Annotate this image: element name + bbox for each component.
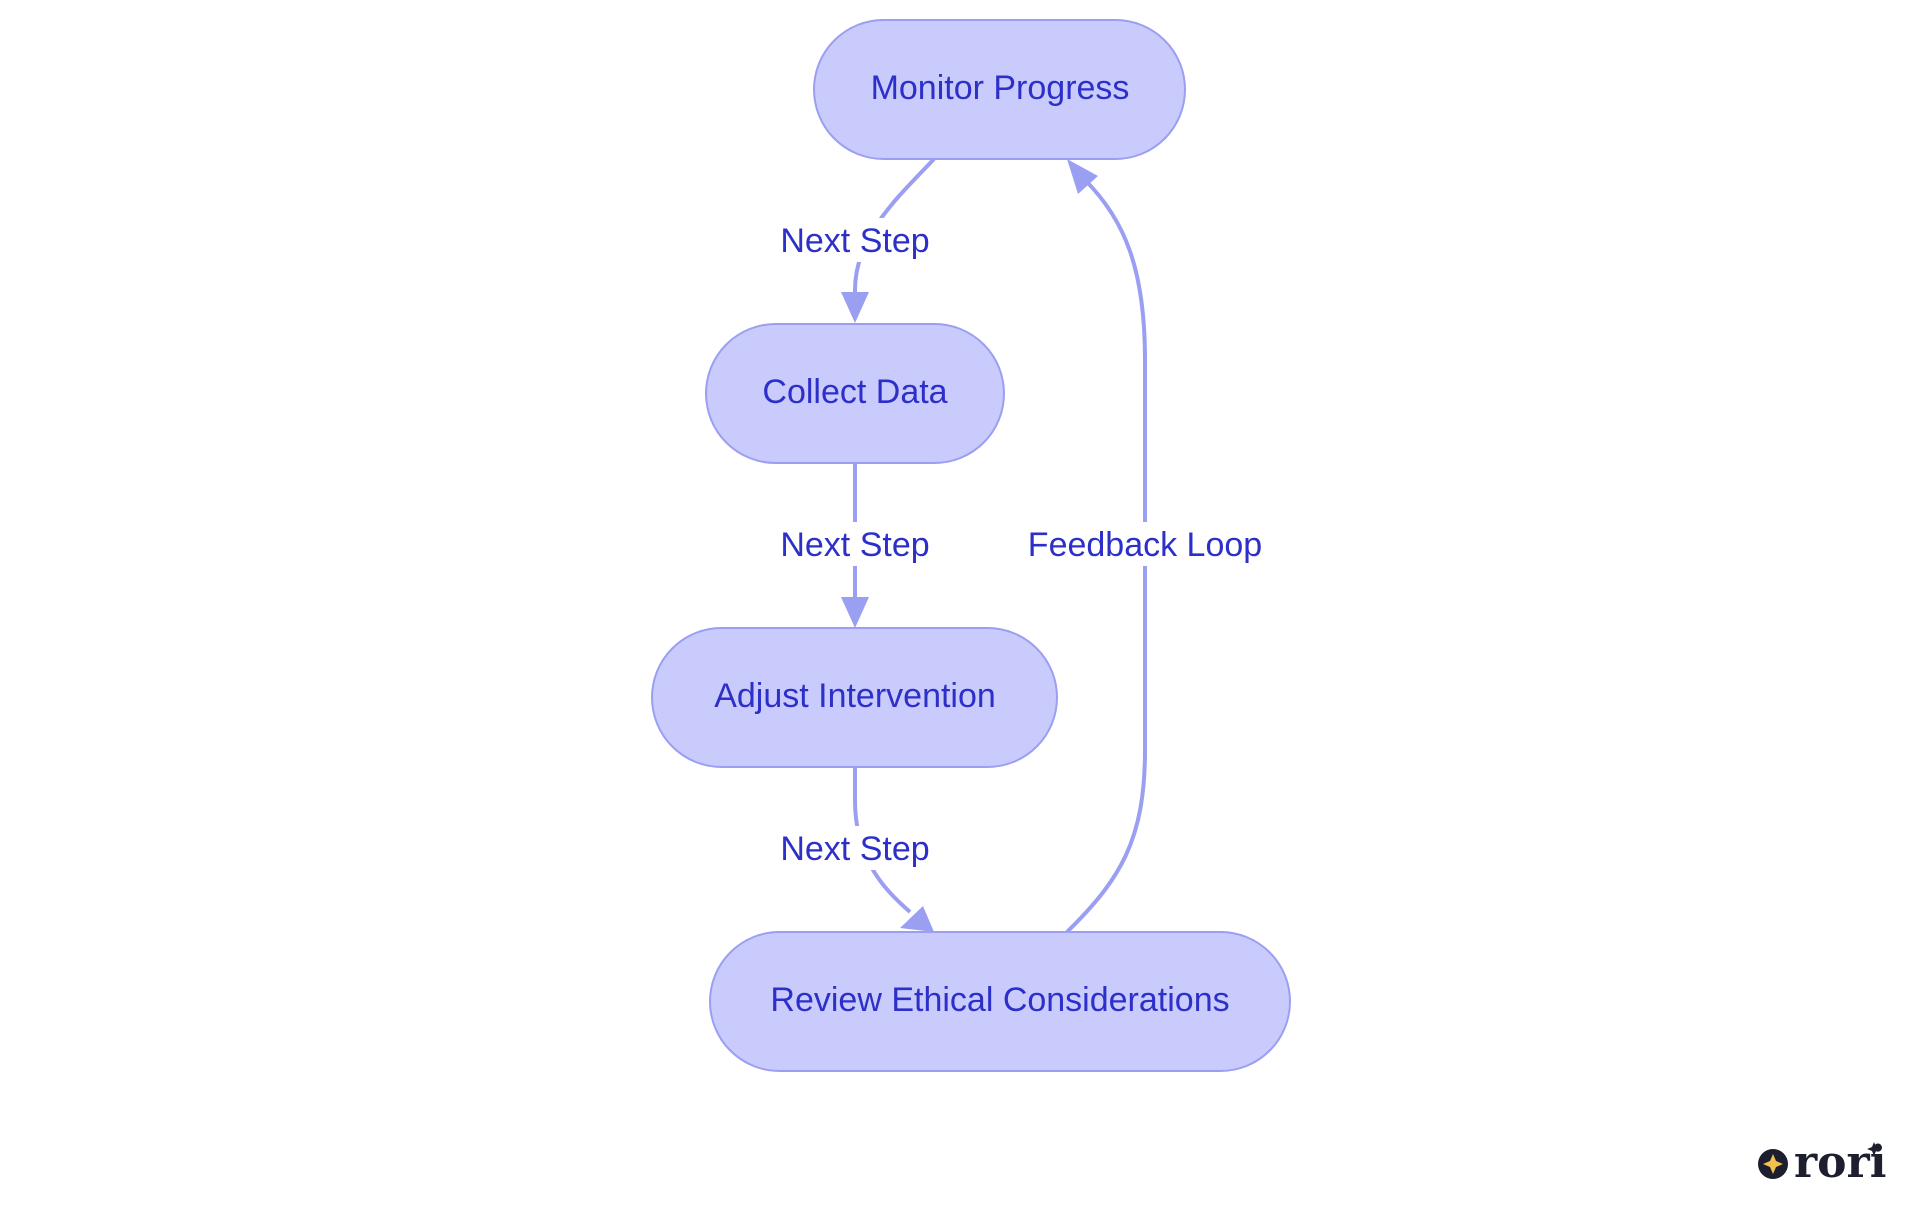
arrowhead-monitor <box>1067 159 1098 194</box>
arrowhead-adjust <box>841 597 869 628</box>
node-label-collect-data: Collect Data <box>762 373 947 411</box>
edge-label-monitor-to-collect: Next Step <box>780 222 929 260</box>
sparkle-icon <box>1763 1154 1783 1174</box>
arrowhead-review <box>900 906 934 932</box>
node-monitor-progress[interactable]: Monitor Progress <box>813 19 1186 160</box>
edge-label-adjust-to-review: Next Step <box>780 830 929 868</box>
node-label-review-ethical-considerations: Review Ethical Considerations <box>770 981 1229 1019</box>
logo: rori <box>1758 1137 1886 1188</box>
edge-label-feedback-loop: Feedback Loop <box>1028 526 1262 564</box>
node-collect-data[interactable]: Collect Data <box>705 323 1005 464</box>
logo-small-sparkle <box>1867 1142 1881 1156</box>
edge-labels: Next Step Next Step Next Step Feedback L… <box>770 218 1270 870</box>
edge-label-collect-to-adjust: Next Step <box>780 526 929 564</box>
node-label-monitor-progress: Monitor Progress <box>871 69 1130 107</box>
arrowhead-collect <box>841 292 869 323</box>
logo-text: rori <box>1794 1137 1886 1188</box>
node-label-adjust-intervention: Adjust Intervention <box>714 677 996 715</box>
node-review-ethical-considerations[interactable]: Review Ethical Considerations <box>709 931 1291 1072</box>
node-adjust-intervention[interactable]: Adjust Intervention <box>651 627 1058 768</box>
